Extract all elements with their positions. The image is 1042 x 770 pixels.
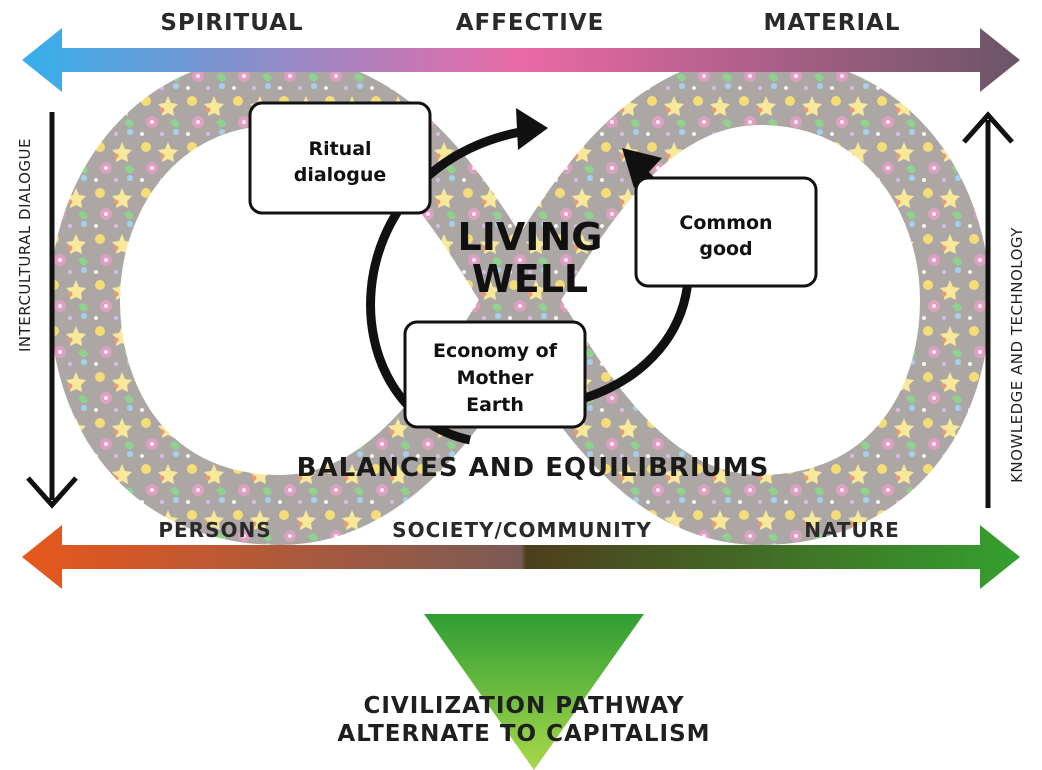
bottom-label-nature: NATURE: [804, 518, 900, 542]
box-common-line1: Common: [679, 212, 772, 234]
box-economy-line1: Economy of: [433, 340, 558, 362]
box-common-good: Common good: [634, 176, 818, 288]
center-title-line2: WELL: [472, 257, 588, 301]
pathway-triangle: [424, 614, 644, 770]
cycle-arrowhead-right: [622, 148, 662, 188]
box-common-line2: good: [699, 238, 752, 260]
footer-line1: CIVILIZATION PATHWAY: [363, 693, 684, 719]
cycle-arrowhead-top: [516, 108, 548, 150]
top-label-material: MATERIAL: [763, 10, 900, 36]
box-ritual-line1: Ritual: [308, 138, 371, 160]
right-axis-label: KNOWLEDGE AND TECHNOLOGY: [1008, 227, 1026, 483]
infinity-band: [50, 55, 990, 545]
center-title-line1: LIVING: [458, 215, 603, 259]
infinity-symbol: [49, 54, 991, 546]
balances-label: BALANCES AND EQUILIBRIUMS: [297, 453, 770, 483]
box-ritual-line2: dialogue: [294, 164, 387, 186]
top-axis-arrow: [22, 28, 1020, 92]
top-label-spiritual: SPIRITUAL: [160, 10, 303, 36]
bottom-label-persons: PERSONS: [158, 518, 271, 542]
bottom-axis-arrow: [22, 525, 1020, 589]
bottom-label-society: SOCIETY/COMMUNITY: [392, 518, 652, 542]
box-ritual-dialogue: Ritual dialogue: [248, 101, 432, 215]
box-economy-line2: Mother: [457, 367, 534, 389]
right-axis-arrow: [962, 111, 1014, 508]
top-label-affective: AFFECTIVE: [456, 10, 605, 36]
footer-line2: ALTERNATE TO CAPITALISM: [337, 721, 710, 747]
box-economy-line3: Earth: [466, 394, 524, 416]
left-axis-arrow: [26, 112, 78, 509]
left-axis-label: INTERCULTURAL DIALOGUE: [16, 138, 34, 352]
box-economy-mother-earth: Economy of Mother Earth: [403, 320, 587, 429]
